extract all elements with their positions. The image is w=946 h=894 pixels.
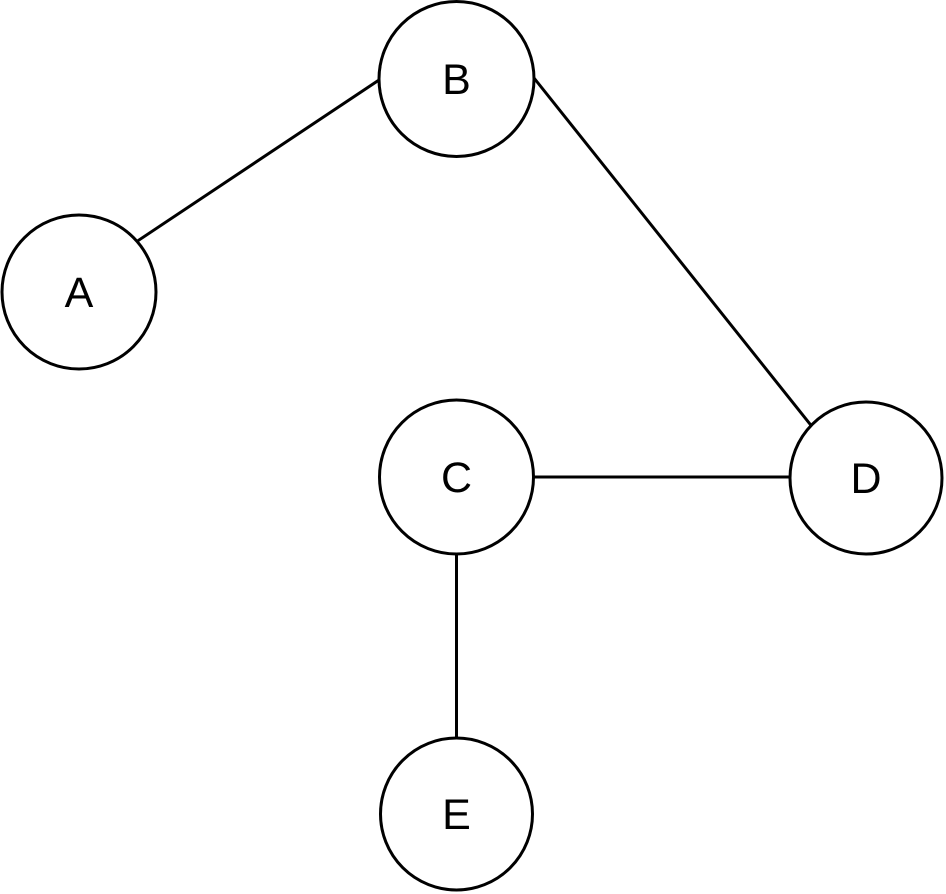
node-B-label: B — [442, 56, 471, 104]
node-C-label: C — [441, 454, 472, 502]
node-D-label: D — [850, 455, 881, 503]
node-A-label: A — [65, 269, 94, 317]
node-B — [377, 0, 536, 158]
node-D — [788, 400, 944, 556]
edges-layer — [96, 77, 855, 750]
edge-A-B — [96, 78, 380, 270]
node-A — [0, 213, 158, 371]
edge-B-D — [532, 77, 855, 479]
node-E-label: E — [442, 791, 471, 839]
node-E — [379, 736, 534, 892]
labels-layer: A B C D E — [65, 56, 882, 839]
node-C — [378, 398, 535, 556]
